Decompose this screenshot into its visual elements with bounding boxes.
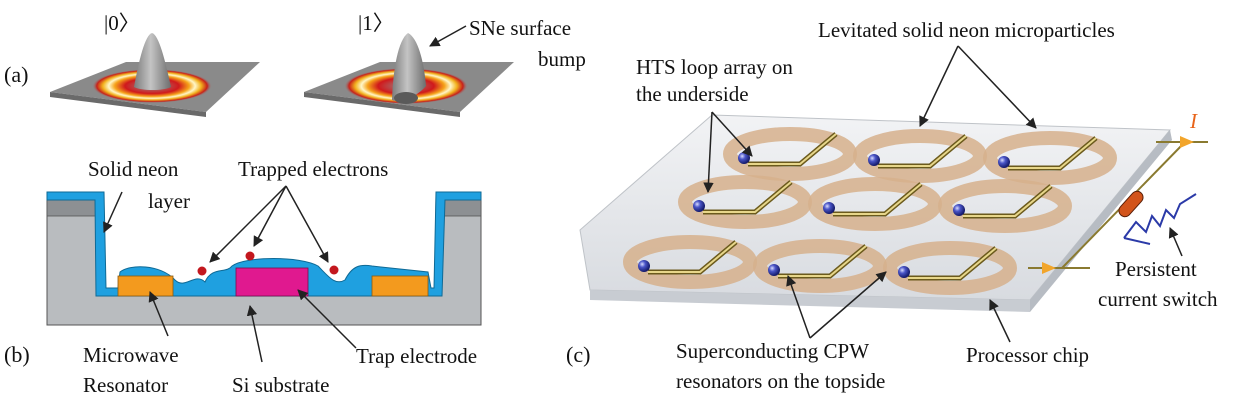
neon-arrow — [103, 191, 123, 233]
current-arrow-bottom — [1042, 262, 1056, 274]
hts-label-line1: HTS loop array on — [636, 55, 793, 79]
cpw-label-line2: resonators on the topside — [676, 369, 885, 393]
particles-label: Levitated solid neon microparticles — [818, 18, 1115, 42]
neon-label-line1: Solid neon — [88, 157, 179, 181]
electron — [329, 265, 339, 275]
neon-microparticle — [768, 264, 780, 276]
trap-electrode — [235, 267, 309, 297]
switch-arrow — [1168, 227, 1183, 257]
loop-cell — [808, 177, 942, 231]
neon-label-line2: layer — [148, 189, 190, 213]
particles-arrow-1 — [919, 45, 959, 127]
bump-arrow — [429, 25, 467, 47]
neon-microparticle — [868, 154, 880, 166]
hts-arrow-1 — [711, 111, 753, 157]
panel-b: Solid neon layer Trapped electrons (b) M… — [4, 157, 482, 397]
neon-microparticle — [998, 156, 1010, 168]
heater-zigzag — [1123, 193, 1197, 239]
state-0-label: |0〉 — [104, 11, 140, 35]
substrate-label: Si substrate — [232, 373, 329, 397]
trapped-arrow-2 — [253, 185, 287, 247]
hts-arrow-2 — [703, 111, 714, 194]
loop-cell — [623, 235, 757, 289]
state-0-surface — [50, 33, 260, 117]
switch-label-line2: current switch — [1098, 287, 1218, 311]
trapped-arrow-3 — [285, 185, 329, 263]
state-1-label: |1〉 — [358, 11, 394, 35]
cpw-label-line1: Superconducting CPW — [676, 339, 869, 363]
panel-a-letter: (a) — [4, 62, 28, 87]
loop-cell — [938, 179, 1072, 233]
neon-microparticle — [953, 204, 965, 216]
cpw-arrow-1 — [786, 275, 811, 339]
neon-microparticle — [638, 260, 650, 272]
current-arrow-top — [1180, 136, 1194, 148]
trap-electrode-label: Trap electrode — [356, 344, 477, 368]
bump-label-line2: bump — [538, 47, 586, 71]
chip-arrow — [989, 299, 1011, 343]
hts-label-line2: the underside — [636, 82, 749, 106]
chip-label: Processor chip — [966, 343, 1089, 367]
side-electrode — [371, 275, 429, 297]
electron — [197, 266, 207, 276]
loop-cell — [983, 131, 1117, 185]
substrate-arrow — [246, 304, 263, 363]
loop-cell — [883, 241, 1017, 295]
state-1-surface — [304, 33, 514, 117]
cpw-arrow-2 — [809, 271, 887, 339]
neon-microparticle — [898, 266, 910, 278]
switch-heater — [1118, 190, 1144, 218]
neon-microparticle — [693, 200, 705, 212]
switch-label-line1: Persistent — [1115, 257, 1197, 281]
hts-loop-array — [623, 127, 1117, 295]
loop-cell — [678, 175, 812, 229]
panel-a: (a) |0〉 |1〉 SNe surface bump — [4, 11, 586, 117]
panel-c-letter: (c) — [566, 342, 590, 367]
panel-c: I Levitated solid neon microparticles HT… — [566, 18, 1218, 393]
microwave-label-line1: Microwave — [83, 343, 179, 367]
loop-cell — [853, 129, 987, 183]
particles-arrow-2 — [957, 45, 1037, 129]
trap-arrow — [297, 289, 357, 349]
microwave-resonator-electrode — [117, 275, 174, 297]
panel-b-letter: (b) — [4, 342, 30, 367]
neon-microparticle — [738, 152, 750, 164]
electron — [245, 251, 255, 261]
resonator-arrow — [148, 291, 169, 337]
microwave-label-line2: Resonator — [83, 373, 168, 397]
trapped-label: Trapped electrons — [238, 157, 388, 181]
loop-cell — [723, 127, 857, 181]
trapped-arrow-1 — [209, 185, 287, 263]
bump-label-line1: SNe surface — [469, 16, 571, 40]
neon-microparticle — [823, 202, 835, 214]
current-label: I — [1189, 109, 1198, 133]
